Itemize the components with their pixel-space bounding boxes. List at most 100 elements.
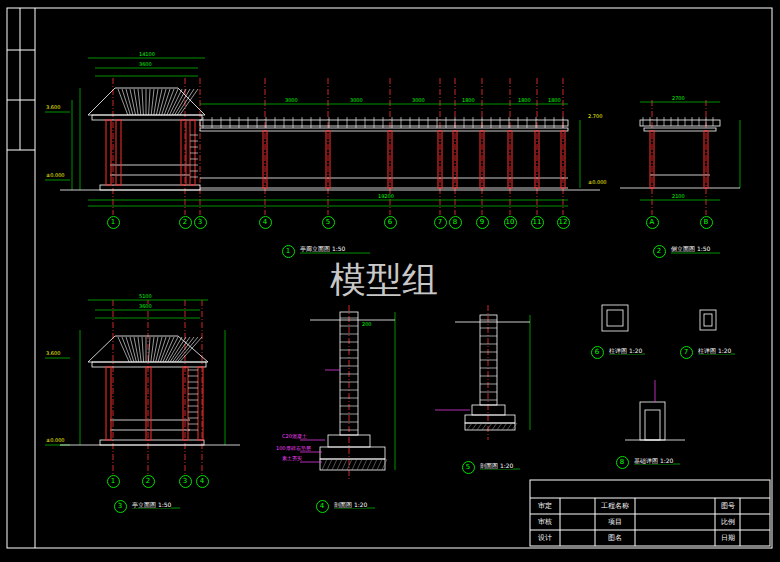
roof-tile <box>142 337 144 362</box>
ladder-rung <box>480 344 497 345</box>
axis-bubble: 8 <box>616 456 629 469</box>
hatch <box>477 423 482 430</box>
ladder-rung <box>480 376 497 377</box>
axis-bubble: 9 <box>476 216 489 229</box>
axis-number: 6 <box>388 219 392 226</box>
axis-number: 10 <box>506 219 515 226</box>
rafter <box>284 117 285 128</box>
rafter <box>365 117 366 128</box>
hatch <box>377 459 382 470</box>
sheet-border <box>7 8 772 548</box>
rafter <box>419 117 420 128</box>
margin-strip <box>7 50 35 51</box>
rafter <box>685 117 686 126</box>
hatch <box>332 459 337 470</box>
trellis <box>190 141 198 142</box>
rafter <box>293 117 294 128</box>
hatch <box>482 423 487 430</box>
title-cell-text: 审定 <box>538 503 552 510</box>
axis-bubble: 1 <box>107 475 120 488</box>
dimension: 1800 <box>518 98 531 103</box>
axis-bubble: 3 <box>179 475 192 488</box>
axis-number: 3 <box>183 478 187 485</box>
trellis <box>188 388 198 389</box>
hatch <box>512 423 517 430</box>
axis-bubble: 11 <box>531 216 544 229</box>
ladder-rung <box>340 350 358 351</box>
rafter <box>302 117 303 128</box>
axis-number: 3 <box>198 219 202 226</box>
axis-number: 5 <box>466 464 470 471</box>
elevation-mark: 2.700 <box>588 114 602 119</box>
title-block-cell: 设计 <box>531 531 559 545</box>
rafter <box>446 117 447 128</box>
view-title: 亭立面图 1:50 <box>132 502 171 508</box>
axis-bubble: 2 <box>653 245 666 258</box>
rafter <box>643 117 644 126</box>
title-block-cell: 项目 <box>596 515 634 529</box>
ladder-rung <box>480 368 497 369</box>
rafter <box>230 117 231 128</box>
roof-tile <box>156 89 162 115</box>
axis-bubble: 3 <box>114 500 127 513</box>
hatch <box>352 459 357 470</box>
hatch <box>347 459 352 470</box>
trellis <box>190 165 198 166</box>
title-cell-text: 审核 <box>538 519 552 526</box>
hatch <box>322 459 327 470</box>
axis-bubble: 8 <box>449 216 462 229</box>
dimension: 3600 <box>139 62 152 67</box>
roof-tile <box>142 89 143 115</box>
trellis <box>188 418 198 419</box>
hatch <box>357 459 362 470</box>
title-cell-text: 图名 <box>608 535 622 542</box>
rafter <box>706 117 707 126</box>
axis-bubble: 7 <box>434 216 447 229</box>
rafter <box>311 117 312 128</box>
rafter <box>437 117 438 128</box>
dimension: 1800 <box>548 98 561 103</box>
axis-bubble: 1 <box>107 216 120 229</box>
axis-number: 8 <box>620 459 624 466</box>
trellis <box>188 400 198 401</box>
hatch <box>472 423 477 430</box>
roof-tile <box>148 337 150 362</box>
rafter <box>678 117 679 126</box>
ladder-rung <box>480 320 497 321</box>
trellis <box>190 153 198 154</box>
elevation-mark: 3.600 <box>46 351 60 356</box>
axis-number: 5 <box>326 219 330 226</box>
axis-number: 3 <box>118 503 122 510</box>
ladder-rung <box>480 392 497 393</box>
trellis <box>190 135 198 136</box>
ladder-rung <box>340 334 358 335</box>
rafter <box>699 117 700 126</box>
axis-number: 2 <box>146 478 150 485</box>
rafter <box>536 117 537 128</box>
roof-tile <box>146 89 147 115</box>
hatch <box>467 423 472 430</box>
rafter <box>428 117 429 128</box>
rafter <box>320 117 321 128</box>
trellis <box>188 382 198 383</box>
ladder-rung <box>340 318 358 319</box>
dimension: 3000 <box>285 98 298 103</box>
view-title: 剖面图 1:20 <box>334 502 367 508</box>
view-title: 亭廊立面图 1:50 <box>300 246 345 252</box>
axis-bubble: 2 <box>179 216 192 229</box>
view-title: 柱详图 1:20 <box>698 348 731 354</box>
view-title: 侧立面图 1:50 <box>671 246 710 252</box>
elevation-mark: ±0.000 <box>588 180 607 185</box>
roof-tile <box>159 89 166 115</box>
elevation-mark: 3.600 <box>46 105 60 110</box>
axis-bubble: 1 <box>282 245 295 258</box>
rafter <box>473 117 474 128</box>
hatch <box>492 423 497 430</box>
rafter <box>392 117 393 128</box>
rafter <box>527 117 528 128</box>
roof-tile <box>134 89 138 115</box>
trellis <box>190 171 198 172</box>
rafter <box>657 117 658 126</box>
hatch <box>367 459 372 470</box>
title-cell-text: 图号 <box>721 503 735 510</box>
